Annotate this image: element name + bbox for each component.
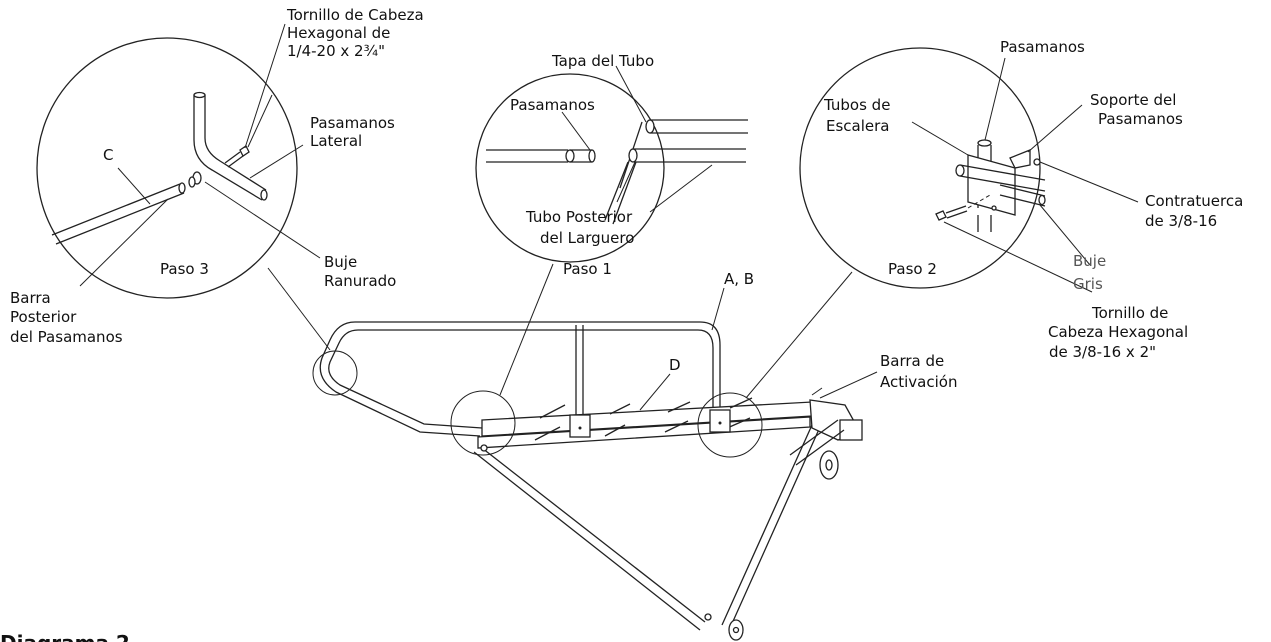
caption-step1: Paso 1 [563, 260, 612, 278]
detail-circle-step2 [799, 47, 1041, 289]
step3-leaders [79, 23, 321, 287]
label-rear-tube-2: del Larguero [540, 229, 634, 247]
label-bracket-2: Pasamanos [1098, 110, 1183, 128]
step1-leaders [561, 65, 713, 213]
diagram-title: Diagrama 2 [0, 631, 130, 642]
label-step2-screw-2: Cabeza Hexagonal [1048, 323, 1188, 341]
label-locknut-1: Contratuerca [1145, 192, 1243, 210]
label-gray-bushing-1: Buje [1073, 252, 1106, 270]
label-ab: A, B [724, 270, 754, 288]
label-side-rail-1: Pasamanos [310, 114, 395, 132]
label-rear-bar-2: Posterior [10, 308, 77, 326]
label-step2-handrail: Pasamanos [1000, 38, 1085, 56]
label-d: D [669, 356, 681, 374]
label-rear-bar-1: Barra [10, 289, 51, 307]
label-activation-2: Activación [880, 373, 957, 391]
label-step2-screw-3: de 3/8-16 x 2" [1049, 343, 1156, 361]
detail-circle-step3 [36, 37, 298, 299]
step2-parts [935, 139, 1046, 232]
label-gray-bushing-2: Gris [1073, 275, 1103, 293]
label-rear-tube-1: Tubo Posterior [525, 208, 633, 226]
step3-parts [51, 91, 273, 245]
label-tube-cap: Tapa del Tubo [551, 52, 654, 70]
label-step3-screw-2: Hexagonal de [287, 24, 390, 42]
caption-step3: Paso 3 [160, 260, 209, 278]
callout-circles [312, 350, 763, 458]
detail-circle-step1 [475, 73, 665, 263]
label-locknut-2: de 3/8-16 [1145, 212, 1217, 230]
label-step2-screw-1: Tornillo de [1091, 304, 1168, 322]
label-activation-1: Barra de [880, 352, 944, 370]
label-slotted-bushing-2: Ranurado [324, 272, 396, 290]
label-step3-screw-1: Tornillo de Cabeza [286, 6, 424, 24]
label-slotted-bushing-1: Buje [324, 253, 357, 271]
main-assembly [319, 287, 878, 641]
label-rear-bar-3: del Pasamanos [10, 328, 123, 346]
label-step1-handrail: Pasamanos [510, 96, 595, 114]
label-ladder-tubes-1: Tubos de [823, 96, 890, 114]
label-bracket-1: Soporte del [1090, 91, 1176, 109]
label-ladder-tubes-2: Escalera [826, 117, 890, 135]
label-c: C [103, 146, 113, 164]
step1-parts [486, 119, 748, 225]
caption-step2: Paso 2 [888, 260, 937, 278]
label-side-rail-2: Lateral [310, 132, 362, 150]
label-step3-screw-3: 1/4-20 x 2¾" [287, 42, 385, 60]
step2-leaders [911, 57, 1139, 293]
